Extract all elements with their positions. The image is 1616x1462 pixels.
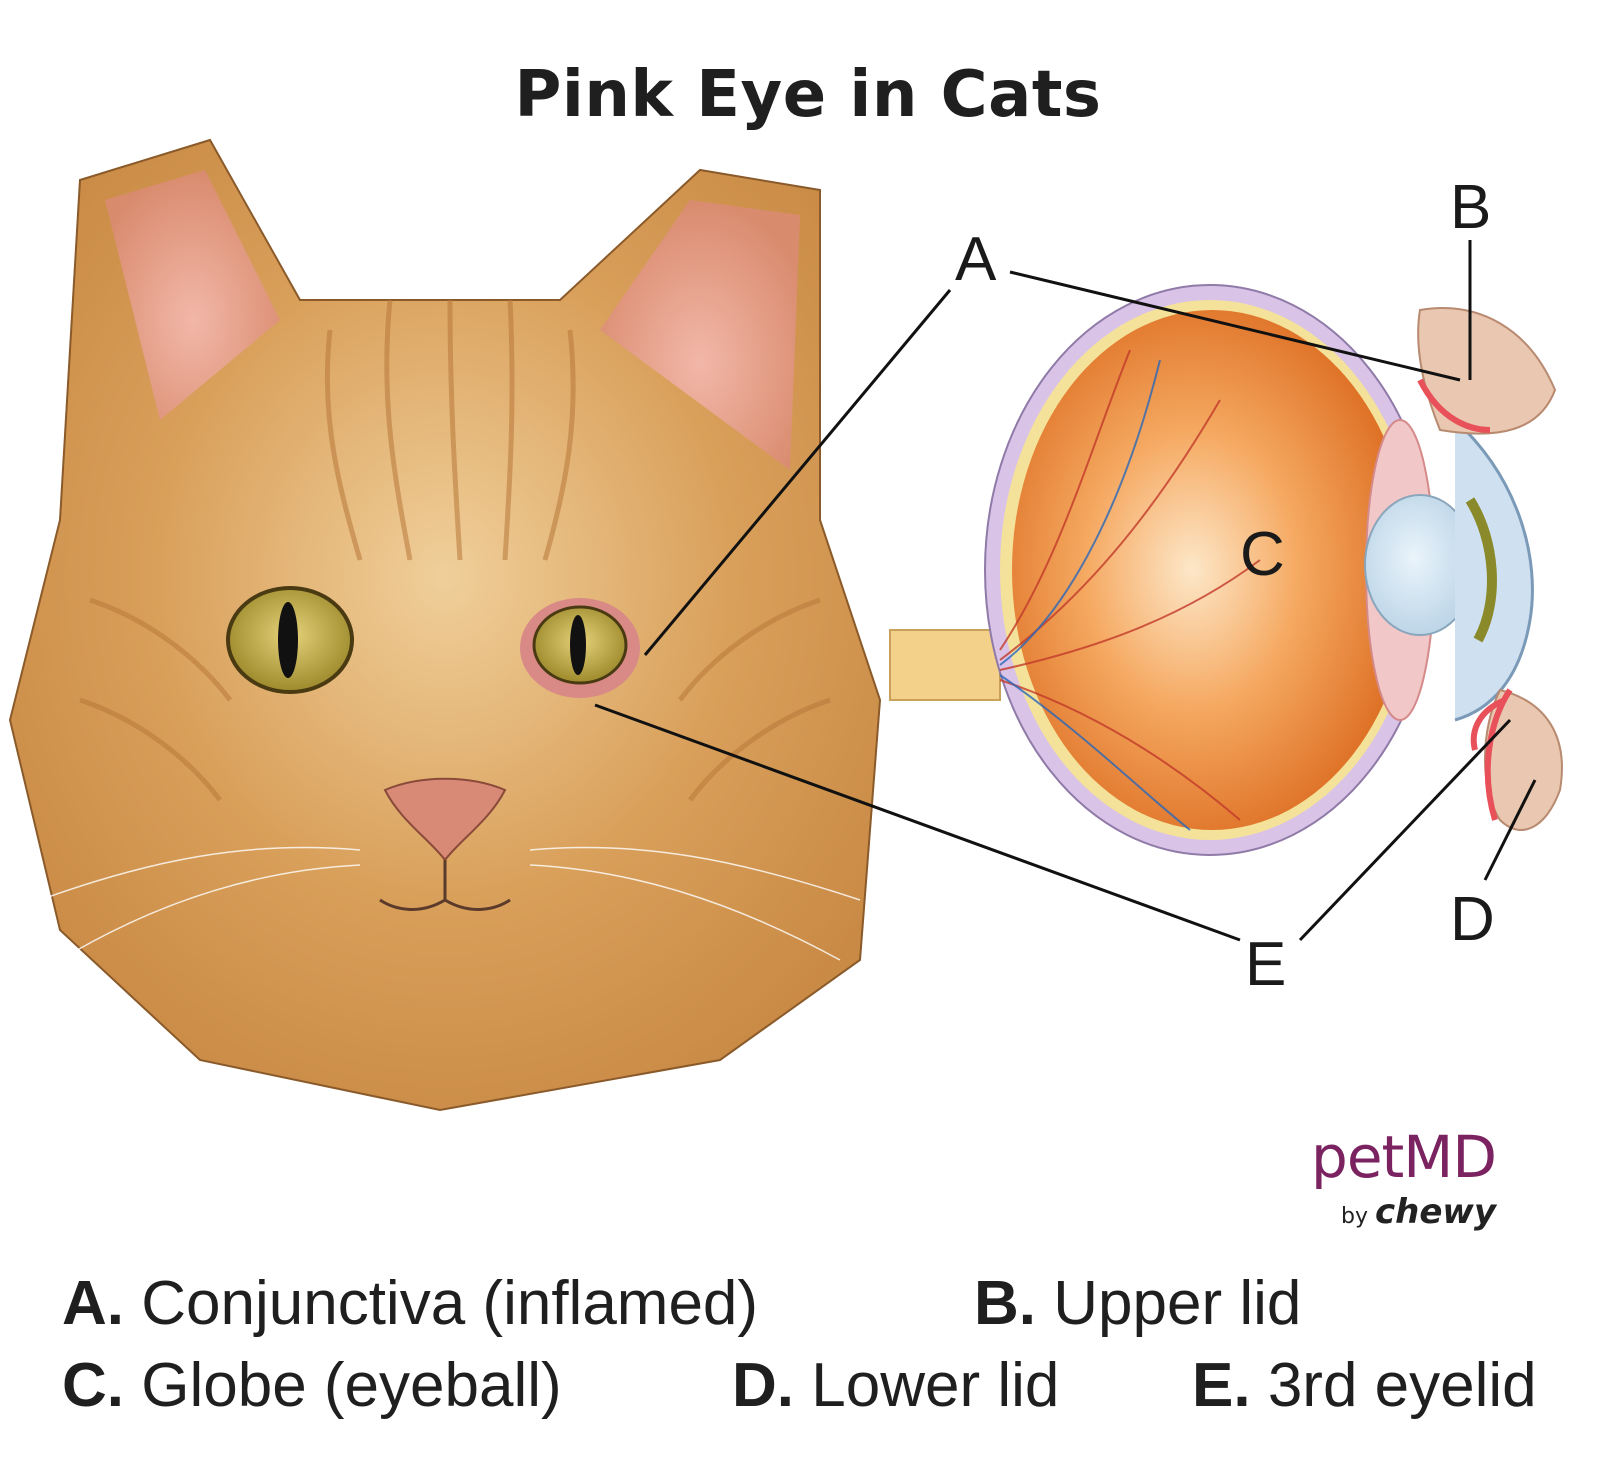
label-b: B [1450, 173, 1491, 242]
brand-parent: chewy [1375, 1192, 1496, 1232]
page-title: Pink Eye in Cats [514, 58, 1102, 132]
legend-item-d: D. Lower lid [732, 1350, 1059, 1421]
legend-text: Conjunctiva (inflamed) [141, 1269, 759, 1338]
legend-text: Globe (eyeball) [141, 1351, 562, 1420]
eye-cross-section [889, 284, 1563, 856]
leader-lines [594, 240, 1537, 942]
legend-text: Lower lid [811, 1351, 1060, 1420]
label-c: C [1240, 520, 1285, 589]
legend-key: D. [732, 1351, 794, 1420]
legend-key: E. [1192, 1351, 1251, 1420]
brand-name: petMD [1311, 1123, 1497, 1191]
label-a: A [955, 225, 997, 294]
legend-text: Upper lid [1053, 1269, 1302, 1338]
label-d: D [1450, 885, 1495, 954]
legend-key: A. [62, 1269, 124, 1338]
label-e: E [1245, 930, 1286, 999]
brand-tagline: by chewy [1311, 1192, 1496, 1232]
brand-by: by [1341, 1204, 1368, 1229]
cat-head [8, 138, 882, 1112]
legend-key: B. [974, 1269, 1036, 1338]
petmd-logo: petMD by chewy [1311, 1123, 1497, 1232]
legend-item-e: E. 3rd eyelid [1192, 1350, 1537, 1421]
legend-item-b: B. Upper lid [974, 1268, 1301, 1339]
legend-item-c: C. Globe (eyeball) [62, 1350, 562, 1421]
legend-text: 3rd eyelid [1267, 1351, 1537, 1420]
legend-item-a: A. Conjunctiva (inflamed) [62, 1268, 758, 1339]
legend-key: C. [62, 1351, 124, 1420]
